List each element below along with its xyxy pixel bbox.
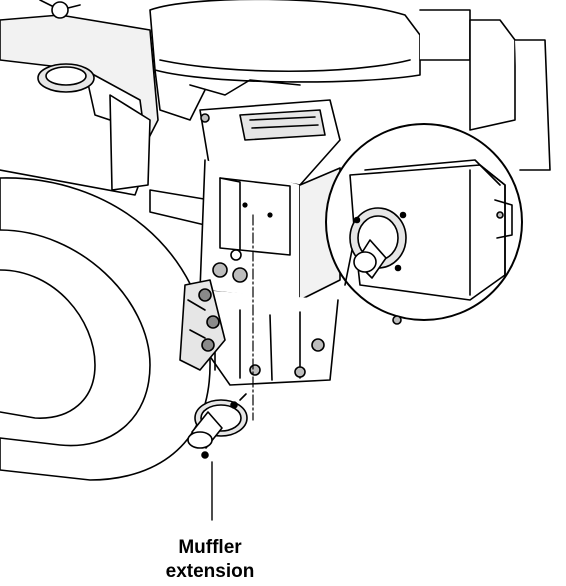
bolt-icon bbox=[392, 315, 402, 325]
fender-body bbox=[0, 0, 211, 226]
hydraulic-unit bbox=[179, 279, 226, 371]
engine-top bbox=[149, 0, 551, 171]
detail-inset-circle bbox=[325, 123, 523, 321]
callout-line-1: Muffler bbox=[178, 537, 242, 558]
rear-tire bbox=[0, 177, 211, 481]
bolt-icon bbox=[200, 113, 210, 123]
muffler-extension-callout: Muffler extension bbox=[130, 536, 290, 584]
muffler-extension-part bbox=[187, 393, 248, 459]
callout-line-2: extension bbox=[165, 561, 255, 582]
